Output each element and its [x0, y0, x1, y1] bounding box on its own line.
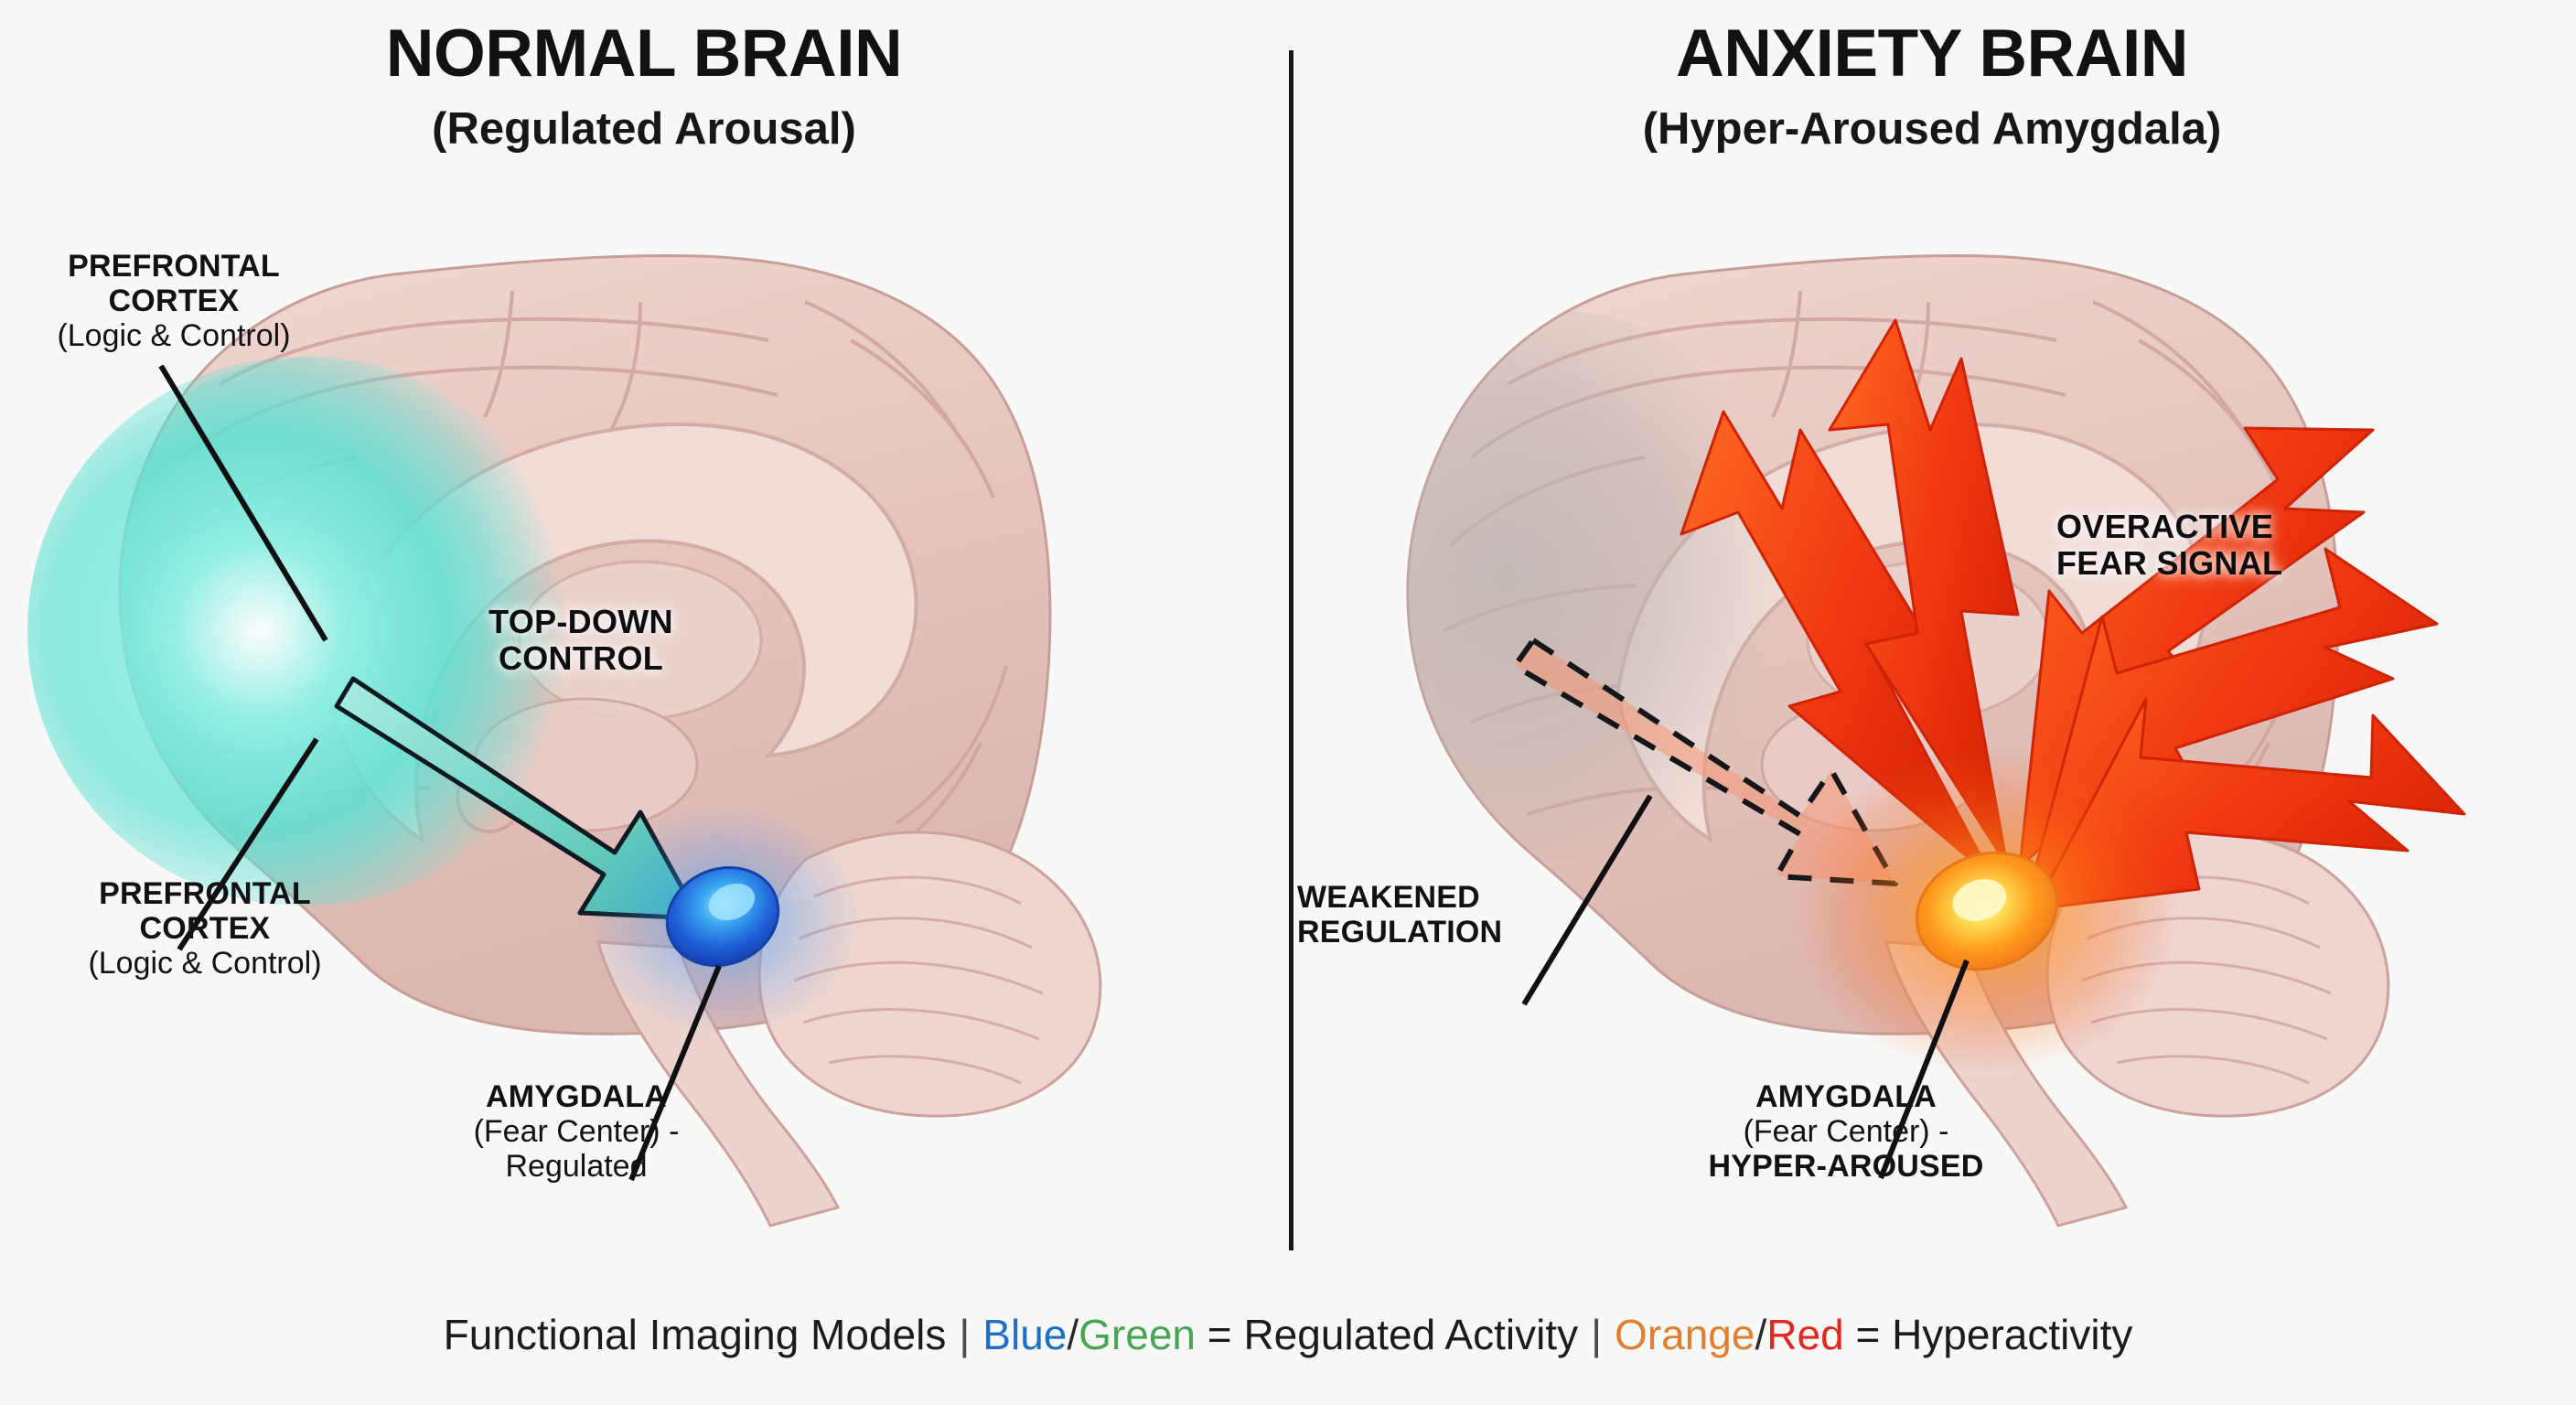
leader-lines-anxiety [1521, 794, 1970, 1180]
leader-amygdala-anxiety [1878, 959, 1970, 1180]
panel-normal-brain: NORMAL BRAIN (Regulated Arousal) [0, 0, 1288, 1281]
leader-weakened-regulation [1521, 794, 1653, 1006]
caption-green: Green [1079, 1311, 1197, 1358]
caption-red: Red [1766, 1311, 1844, 1358]
caption-separator-2: | [1591, 1311, 1603, 1358]
caption-separator-1: | [959, 1311, 971, 1358]
label-prefrontal-cortex-bottom: PREFRONTAL CORTEX (Logic & Control) [88, 876, 322, 981]
fear-bolt-2 [1828, 318, 2020, 867]
leader-lines-normal [158, 364, 722, 1182]
page-title-normal: NORMAL BRAIN [385, 16, 903, 91]
anxiety-brain-illustration [1406, 253, 2466, 1228]
caption-hyperactivity: = Hyperactivity [1855, 1311, 2133, 1358]
amygdala-normal [585, 801, 860, 1035]
label-overactive-fear-signal: OVERACTIVE FEAR SIGNAL [2056, 508, 2283, 583]
label-amygdala-normal: AMYGDALA (Fear Center) - Regulated [473, 1079, 680, 1185]
leader-pfc-top [158, 364, 328, 642]
figure-caption: Functional Imaging Models|Blue/Green = R… [0, 1310, 2576, 1359]
caption-orange: Orange [1615, 1311, 1755, 1358]
page-subtitle-anxiety: (Hyper-Aroused Amygdala) [1642, 104, 2222, 154]
caption-lead: Functional Imaging Models [443, 1311, 947, 1358]
normal-brain-title-block: NORMAL BRAIN (Regulated Arousal) [0, 20, 1288, 152]
amygdala-anxiety [1795, 748, 2179, 1074]
panel-divider [1289, 50, 1293, 1250]
normal-brain-illustration [27, 253, 1102, 1228]
page-title-anxiety: ANXIETY BRAIN [1676, 16, 2189, 91]
label-prefrontal-cortex-top: PREFRONTAL CORTEX (Logic & Control) [57, 249, 291, 354]
label-top-down-control: TOP-DOWN CONTROL [488, 603, 673, 678]
panel-anxiety-brain: ANXIETY BRAIN (Hyper-Aroused Amygdala) [1288, 0, 2576, 1281]
anxiety-brain-title-block: ANXIETY BRAIN (Hyper-Aroused Amygdala) [1288, 20, 2576, 152]
caption-regulated: = Regulated Activity [1207, 1311, 1579, 1358]
page-subtitle-normal: (Regulated Arousal) [432, 104, 856, 154]
label-amygdala-anxiety: AMYGDALA (Fear Center) - HYPER-AROUSED [1708, 1079, 1984, 1185]
caption-blue: Blue [982, 1311, 1068, 1358]
label-weakened-regulation: WEAKENED REGULATION [1297, 880, 1503, 950]
caption-slash-1: / [1067, 1311, 1079, 1358]
leader-amygdala [628, 964, 722, 1182]
prefrontal-cortex-dim-anxiety [1407, 311, 1800, 860]
leader-pfc-bottom [177, 737, 319, 951]
caption-slash-2: / [1755, 1311, 1767, 1358]
